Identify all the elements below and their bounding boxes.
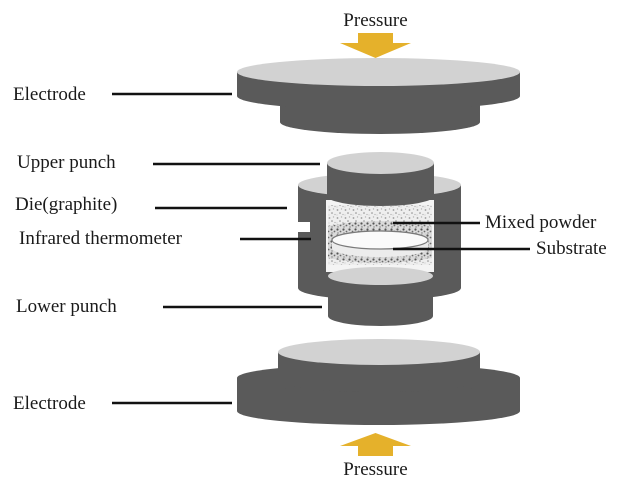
lower-punch-label: Lower punch (16, 296, 117, 317)
lower-punch (328, 267, 434, 326)
pressure-arrow-top (340, 33, 411, 58)
pressure-label-bottom: Pressure (343, 459, 407, 480)
electrode-bottom (237, 339, 520, 425)
arrow-down-icon (340, 33, 411, 58)
substrate (331, 230, 429, 257)
mixed-powder-label: Mixed powder (485, 212, 597, 233)
die-label: Die(graphite) (15, 194, 117, 215)
substrate-label: Substrate (536, 238, 607, 259)
electrode-top-label: Electrode (13, 84, 86, 105)
electrode-bottom-label: Electrode (13, 393, 86, 414)
infrared-thermometer-label: Infrared thermometer (19, 228, 183, 249)
arrow-up-icon (340, 433, 411, 456)
electrode-top (237, 58, 520, 134)
upper-punch (327, 152, 434, 206)
upper-punch-label: Upper punch (17, 152, 116, 173)
pressure-label-top: Pressure (343, 10, 407, 31)
pressure-arrow-bottom (340, 433, 411, 456)
